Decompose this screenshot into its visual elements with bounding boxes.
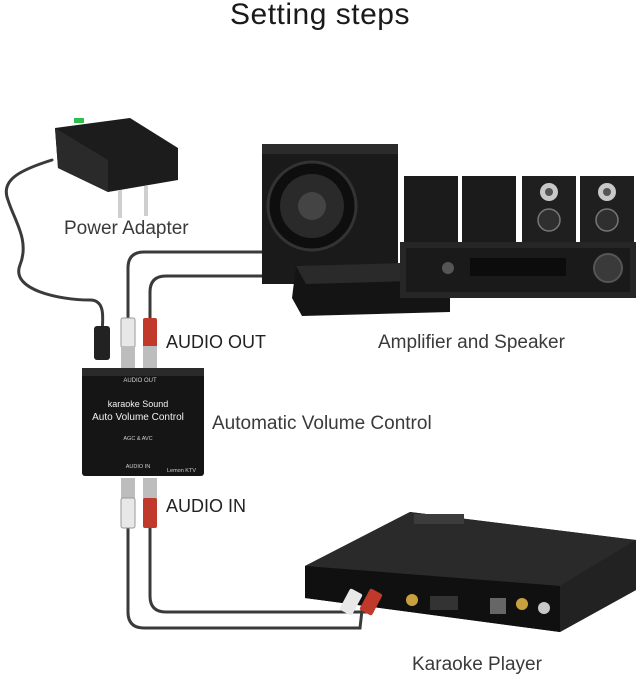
label-audio-out: AUDIO OUT — [166, 332, 267, 352]
label-automatic-volume-control: Automatic Volume Control — [212, 413, 432, 434]
label-amplifier-and-speaker: Amplifier and Speaker — [378, 332, 565, 353]
device-top-port-label: AUDIO OUT — [123, 378, 157, 384]
device-brand-line1: karaoke Sound — [108, 399, 169, 409]
page-title: Setting steps — [230, 0, 410, 31]
device-mode-label: AGC & AVC — [123, 436, 152, 442]
label-karaoke-player: Karaoke Player — [412, 654, 542, 675]
amplifier-and-speaker-icon — [262, 144, 636, 316]
device-brand-line2: Auto Volume Control — [92, 412, 184, 423]
label-audio-in: AUDIO IN — [166, 496, 247, 516]
audio-out-plugs — [120, 317, 157, 368]
device-bottom-port-label: AUDIO IN — [126, 464, 150, 470]
auto-volume-control-device: AUDIO OUT karaoke Sound Auto Volume Cont… — [82, 368, 204, 476]
device-maker: Lemon KTV — [167, 468, 196, 474]
audio-in-plugs — [120, 478, 157, 529]
power-adapter-icon — [55, 118, 178, 360]
label-power-adapter: Power Adapter — [64, 218, 189, 239]
cables — [4, 158, 380, 630]
karaoke-player-icon — [305, 512, 636, 632]
